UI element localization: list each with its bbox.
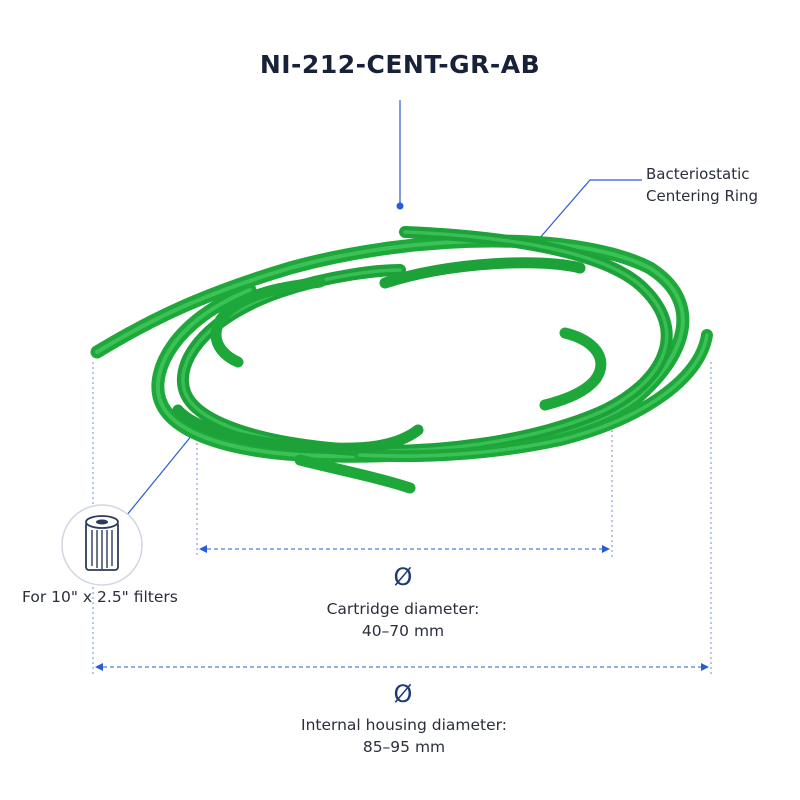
callout-line-1: Bacteriostatic	[646, 165, 750, 183]
housing-diameter-label: Internal housing diameter: 85–95 mm	[276, 714, 532, 758]
diameter-symbol-icon: Ø	[393, 563, 413, 591]
ring-strip-left-hook	[210, 276, 326, 368]
ring-strip-bottom-end	[294, 454, 416, 494]
ring-strip-top	[379, 257, 586, 289]
ring-strip-lower-tail	[172, 404, 424, 454]
title-leader-dot	[396, 202, 404, 210]
product-code-title: NI-212-CENT-GR-AB	[259, 50, 541, 79]
cartridge-diameter-caption: Cartridge diameter:	[326, 600, 480, 618]
callout-line-2: Centering Ring	[646, 187, 759, 205]
ring-strip-right-hook	[539, 327, 607, 411]
cartridge-diameter-label: Cartridge diameter: 40–70 mm	[290, 598, 516, 642]
filter-leader-line	[121, 428, 198, 522]
callout-leader-line	[531, 179, 642, 248]
filter-size-label: For 10" x 2.5" filters	[22, 588, 178, 606]
housing-diameter-value: 85–95 mm	[362, 738, 446, 756]
housing-diameter-caption: Internal housing diameter:	[301, 716, 507, 734]
cartridge-diameter-value: 40–70 mm	[361, 622, 445, 640]
centering-ring	[90, 226, 713, 494]
diameter-symbol-icon: Ø	[393, 680, 413, 708]
filter-cartridge-icon	[61, 504, 143, 586]
ring-callout-label: Bacteriostatic Centering Ring	[646, 163, 758, 207]
